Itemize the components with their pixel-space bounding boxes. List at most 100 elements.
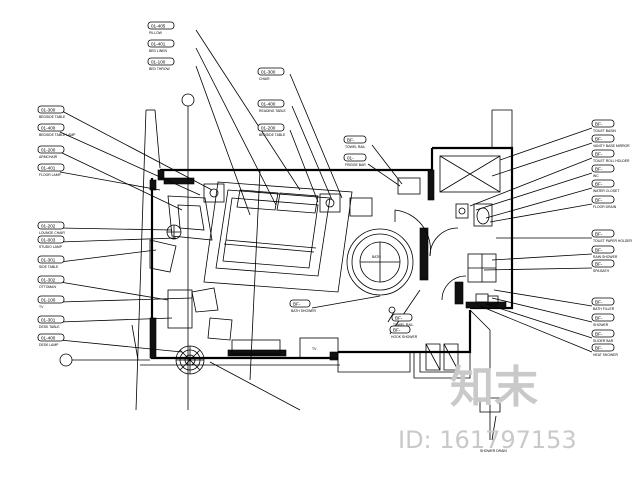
annotation-tag: BF- BATH SHOWER: [289, 299, 317, 313]
annotation-tag: BF-SLIDER BAR: [591, 329, 615, 343]
tag-description: TOILET BASIN: [593, 129, 616, 133]
tag-description: WATER CLOSET: [593, 189, 619, 193]
tag-code: BF-: [595, 346, 603, 351]
tag-description: VANITY BASE MIRROR: [593, 144, 630, 148]
tag-code: BF-: [595, 232, 603, 237]
tag-code: BF-: [595, 316, 603, 321]
tag-code: BF-: [595, 137, 603, 142]
lounge-area: TV: [149, 177, 421, 375]
tag-description: READING TABLE: [259, 109, 287, 113]
tag-code: 01-400: [41, 126, 56, 131]
tag-code: 01-: [347, 156, 354, 161]
tag-description: FRIDGE BAR: [345, 163, 366, 167]
watermark: 知末 ID: 161797153: [398, 362, 577, 454]
tag-bubble: [37, 275, 65, 284]
tag-bubble: [591, 179, 615, 188]
tag-bubble: [591, 229, 615, 238]
tag-description: RAIN SHOWER: [593, 255, 618, 259]
tag-code: 01-400: [261, 102, 276, 107]
bath-label: BATH: [372, 255, 381, 259]
tag-code: 01-200: [41, 148, 56, 153]
tag-description: TOILET PAPER HOLDER: [593, 239, 633, 243]
tag-bubble: [147, 57, 175, 66]
tag-description: SLIDER BAR: [593, 339, 614, 343]
tag-code: BF-: [595, 300, 603, 305]
tag-description: ARMCHAIR: [39, 155, 58, 159]
tag-description: OTTOMAN: [39, 285, 56, 289]
tag-bubble: [389, 325, 411, 334]
tag-code: 01-401: [151, 42, 166, 47]
annotation-tag: BF-TOILET ROLL HOLDER: [591, 149, 630, 163]
tag-bubble: [591, 195, 615, 204]
bathroom-fixtures: [429, 155, 501, 305]
tag-bubble: [591, 343, 615, 352]
tag-code: BF-: [595, 152, 603, 157]
tag-description: SHOWER: [593, 323, 609, 327]
tag-code: 01-200: [261, 126, 276, 131]
tag-bubble: [343, 153, 367, 162]
tag-bubble: [343, 135, 367, 144]
tag-description: SPA BATH: [593, 269, 610, 273]
tag-bubble: [591, 245, 615, 254]
tag-code: 01-100: [151, 60, 166, 65]
tag-code: 01-003: [41, 238, 56, 243]
leader-lines: [59, 29, 593, 441]
tag-code: BF-: [595, 122, 603, 127]
tag-description: TV: [39, 305, 44, 309]
tag-bubble: [37, 255, 65, 264]
tag-bubble: [391, 313, 413, 322]
tag-bubble: [37, 333, 65, 342]
tag-code: 01-300: [261, 70, 276, 75]
tag-description: TOWEL RAIL: [345, 145, 365, 149]
tag-bubble: [257, 67, 285, 76]
tag-code: BF-: [595, 167, 603, 172]
tag-code: 01-405: [151, 24, 166, 29]
tag-description: FLOOR LAMP: [39, 173, 62, 177]
tag-code: 01-301: [41, 318, 56, 323]
tag-bubble: [37, 163, 65, 172]
tag-description: DESK TABLE: [39, 325, 60, 329]
tag-code: 01-302: [41, 278, 56, 283]
annotation-tag: BF-SPA BATH: [591, 259, 615, 273]
watermark-brand: 知末: [450, 362, 538, 413]
tag-code: BF-: [595, 182, 603, 187]
tag-description: WC: [593, 174, 599, 178]
tag-bubble: [591, 134, 615, 143]
tag-bubble: [37, 123, 65, 132]
round-bath: BATH: [346, 209, 431, 314]
tag-description: SIDE TABLE: [39, 265, 59, 269]
annotation-tag: BF-TOWEL RAIL: [343, 135, 367, 149]
tag-bubble: [37, 145, 65, 154]
tag-description: BATH FILLER: [593, 307, 615, 311]
tag-description: BATH SHOWER: [291, 309, 317, 313]
tag-bubble: [37, 221, 65, 230]
tag-description: BEDSIDE TABLE LAMP: [39, 133, 76, 137]
annotation-tag: BF-HEAT SHOWER: [591, 343, 618, 357]
tag-bubble: [257, 123, 285, 132]
tag-code: BF-: [595, 248, 603, 253]
annotation-tag: BF- WC: [591, 164, 615, 178]
tag-bubble: [591, 297, 615, 306]
tag-code: BF-: [393, 328, 401, 333]
tag-bubble: [147, 21, 175, 30]
watermark-id: ID: 161797153: [398, 426, 577, 454]
tag-code: 01-400: [41, 336, 56, 341]
annotation-tag: BF- BATH FILLER: [591, 297, 615, 311]
tag-code: 01-301: [41, 258, 56, 263]
tag-bubble: [591, 329, 615, 338]
tag-description: DESK LAMP: [39, 343, 59, 347]
tag-code: BF-: [293, 302, 301, 307]
